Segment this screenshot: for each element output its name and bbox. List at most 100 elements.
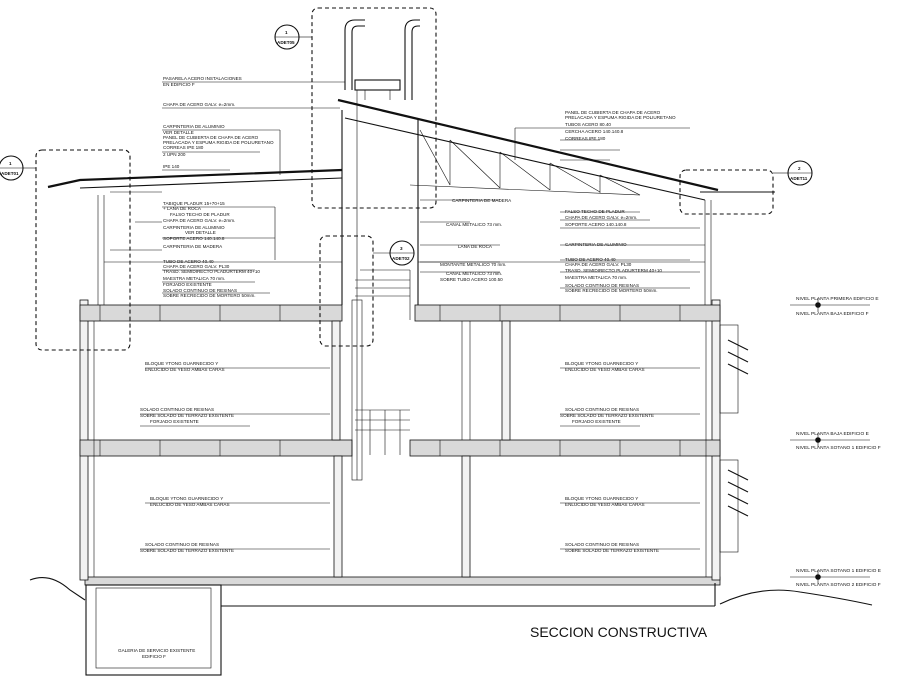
service-gallery bbox=[85, 584, 222, 676]
note-left: PASARELA ACERO INSTALACIONES bbox=[163, 76, 242, 81]
right-column-upper bbox=[501, 320, 511, 441]
note-left: IPE 140 bbox=[163, 164, 180, 169]
level-markers bbox=[790, 298, 870, 584]
note-right: TRASD. SEMIDIRECTO PLADURTERM 40+10 bbox=[565, 268, 662, 273]
note-left: CHAPA DE ACERO GALV. e=2mm. bbox=[163, 102, 235, 107]
detail-number: 1 bbox=[285, 30, 288, 35]
note-right: CHAPA DE ACERO GALV. e=2mm. bbox=[565, 215, 637, 220]
detail-box-right bbox=[679, 169, 774, 215]
note-left: SOLADO CONTINUO DE RESINAS bbox=[163, 288, 237, 293]
note-left: PANEL DE CUBIERTA DE CHAPA DE ACERO bbox=[163, 135, 259, 140]
note-left: CARPINTERIA DE ALUMINIO bbox=[163, 225, 225, 230]
note-left: TABIQUE PLADUR 15+70+15 bbox=[163, 201, 225, 206]
note-center: SOBRE TUBO ACERO 100.50 bbox=[440, 277, 503, 282]
note-left: VER DETALLE bbox=[163, 130, 194, 135]
note-floor: SOLADO CONTINUO DE RESINAS bbox=[140, 407, 214, 412]
vent-pipe-right bbox=[404, 19, 420, 100]
note-center: CANAL METALICO 73 mm. bbox=[446, 271, 502, 276]
leader-lines-right bbox=[514, 127, 705, 289]
note-right: FALSO TECHO DE PLADUR bbox=[565, 209, 625, 214]
roof-right-bottom bbox=[344, 117, 706, 201]
note-floor: ENLUCIDO DE YESO AMBAS CARAS bbox=[565, 502, 645, 507]
drawing-title: SECCION CONSTRUCTIVA bbox=[530, 624, 708, 640]
note-right: CARPINTERIA DE ALUMINIO bbox=[565, 242, 627, 247]
note-floor: SOBRE SOLADO DE TERRAZO EXISTENTE bbox=[565, 548, 659, 553]
note-floor: BLOQUE YTONG GUARNECIDO Y bbox=[150, 496, 223, 501]
ground-floor-slab-right bbox=[409, 439, 721, 457]
detail-bubble-3 bbox=[773, 160, 813, 186]
note-left: SOBRE RECRECIDO DE MORTERO 50mm. bbox=[163, 293, 256, 298]
note-right: CORREAS IPE 180 bbox=[565, 136, 606, 141]
vent-pipe-right-2 bbox=[411, 25, 420, 100]
leader-lines-floors bbox=[140, 367, 700, 550]
note-left: CARPINTERIA DE MADERA bbox=[163, 244, 223, 249]
detail-number: 2 bbox=[798, 166, 801, 171]
note-left: CARPINTERIA DE ALUMINIO bbox=[163, 124, 225, 129]
note-floor: SOLADO CONTINUO DE RESINAS bbox=[565, 542, 639, 547]
left-column-lower bbox=[333, 455, 343, 578]
note-left: + LANA DE ROCA bbox=[163, 206, 202, 211]
detail-bubble-2 bbox=[0, 155, 36, 181]
note-center: LANA DE ROCA bbox=[458, 244, 493, 249]
first-floor-slab-left bbox=[79, 304, 343, 322]
terrain-left bbox=[29, 577, 86, 601]
detail-bubble-1 bbox=[274, 24, 312, 50]
note-floor: SOLADO CONTINUO DE RESINAS bbox=[145, 542, 219, 547]
level-label: NIVEL PLANTA SOTANO 2 EDIFICIO F bbox=[796, 582, 881, 588]
note-floor: ENLUCIDO DE YESO AMBAS CARAS bbox=[145, 367, 225, 372]
level-label: NIVEL PLANTA BAJA EDIFICIO F bbox=[796, 311, 869, 317]
foundation-slab bbox=[84, 576, 721, 586]
note-right: SOBRE RECRECIDO DE MORTERO 50mm. bbox=[565, 288, 658, 293]
note-left: CORREAS IPE 180 bbox=[163, 145, 204, 150]
detail-number: 3 bbox=[400, 246, 403, 251]
vent-pipe-left bbox=[344, 19, 365, 90]
note-right: SOPORTE ACERO 140.140.8 bbox=[565, 222, 627, 227]
roof-right-top bbox=[337, 98, 719, 192]
service-gallery-inner bbox=[95, 587, 212, 669]
level-label: NIVEL PLANTA SOTANO 1 EDIFICIO F bbox=[796, 445, 881, 451]
note-left: EN EDIFICIO F bbox=[163, 82, 195, 87]
roof-left-under bbox=[79, 177, 343, 189]
note-right: MAESTRA METALICA 70 mm. bbox=[565, 275, 627, 280]
stair-lower bbox=[355, 409, 410, 455]
level-label: NIVEL PLANTA SOTANO 1 EDIFICIO E bbox=[796, 568, 881, 574]
leader-lines-center bbox=[420, 199, 500, 273]
note-left: MAESTRA METALICA 70 mm. bbox=[163, 276, 225, 281]
note-left: VER DETALLE bbox=[185, 230, 216, 235]
detail-code: ADET05 bbox=[277, 40, 295, 45]
note-left: CHAPA DE ACERO GALV. e=2mm. bbox=[163, 218, 235, 223]
slab-ribs bbox=[99, 305, 681, 456]
note-floor: FORJADO EXISTENTE bbox=[150, 419, 199, 424]
note-left: TRASD. SEMIDIRECTO PLADURTERM 40+10 bbox=[163, 269, 260, 274]
note-left: FORJADO EXISTENTE bbox=[163, 282, 212, 287]
gallery-label: GALERIA DE SERVICIO EXISTENTE bbox=[118, 648, 195, 653]
level-label: NIVEL PLANTA PRIMERA EDIFICIO E bbox=[796, 296, 879, 302]
detail-bubble-4 bbox=[373, 240, 415, 266]
roof-truss bbox=[419, 129, 641, 196]
note-right: TUBO DE ACERO 40.40 bbox=[565, 257, 616, 262]
detail-code: ADET01 bbox=[1, 171, 19, 176]
note-left: FALSO TECHO DE PLADUR bbox=[170, 212, 230, 217]
note-left: SOPORTE ACERO 140.140.8 bbox=[163, 236, 225, 241]
note-floor: SOBRE SOLADO DE TERRAZO EXISTENTE bbox=[140, 548, 234, 553]
note-floor: ENLUCIDO DE YESO AMBAS CARAS bbox=[150, 502, 230, 507]
note-right: CHAPA DE ACERO GALV. PL30 bbox=[565, 262, 632, 267]
stair-upper bbox=[355, 269, 411, 320]
detail-code: ADET11 bbox=[790, 176, 808, 181]
note-floor: FORJADO EXISTENTE bbox=[572, 419, 621, 424]
note-center: MONTANTE METALICO 70 mm. bbox=[440, 262, 506, 267]
terrain-right bbox=[719, 589, 873, 606]
note-right: SOLADO CONTINUO DE RESINAS bbox=[565, 283, 639, 288]
note-left: TUBO DE ACERO 40.40 bbox=[163, 259, 214, 264]
note-floor: BLOQUE YTONG GUARNECIDO Y bbox=[145, 361, 218, 366]
detail-number: 1 bbox=[9, 161, 12, 166]
detail-code: ADET02 bbox=[392, 256, 410, 261]
note-right: PRELACADA Y ESPUMA RIGIDA DE POLIURETANO bbox=[565, 115, 676, 120]
note-floor: SOBRE SOLADO DE TERRAZO EXISTENTE bbox=[140, 413, 234, 418]
ground-floor-slab-left bbox=[79, 439, 353, 457]
first-floor-slab-right bbox=[414, 304, 721, 322]
vent-pipe-left-2 bbox=[351, 25, 365, 90]
note-right: PANEL DE CUBIERTA DE CHAPA DE ACERO bbox=[565, 110, 661, 115]
